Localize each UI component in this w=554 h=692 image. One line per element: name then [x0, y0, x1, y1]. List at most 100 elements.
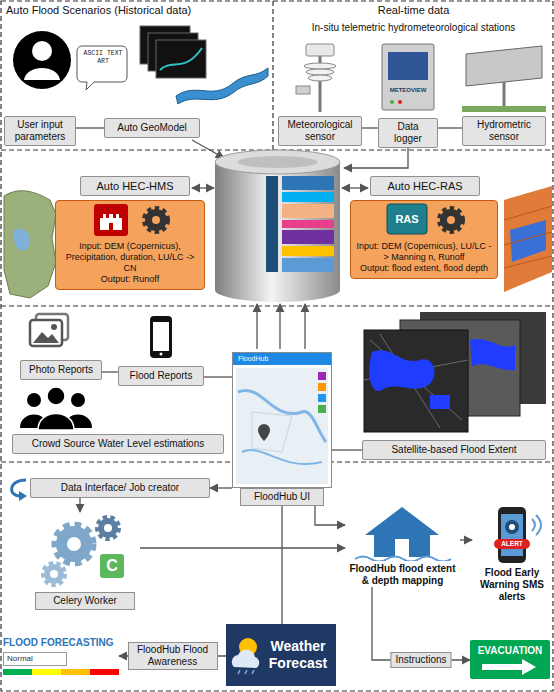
- exit-arrow-icon: [482, 659, 536, 675]
- meteorological-sensor-icon: [308, 75, 332, 81]
- worker-node: Celery Worker: [30, 512, 140, 610]
- connector-line: [119, 655, 226, 656]
- sensor-label: Data logger: [378, 118, 438, 148]
- satellite-flood-images: [364, 334, 468, 428]
- celery-gears-icon: [56, 526, 92, 562]
- region-panel: Auto Flood Scenarios (Historical data)Us…: [0, 0, 273, 150]
- celery-gears-icon: [67, 537, 81, 551]
- box-label: Hydrometric sensor: [467, 119, 541, 143]
- smartphone-icon: [160, 353, 163, 356]
- ui-screenshot-art: [318, 383, 326, 391]
- europe-map: [4, 191, 56, 298]
- alert-node: Flood Early Warning SMS alerts: [472, 505, 552, 603]
- box-label: Crowd Source Water Level estimations: [17, 438, 219, 450]
- box-label: Input: DEM (Copernicus), LU/LC -> Mannin…: [355, 241, 493, 263]
- flood-map-stack: [140, 26, 206, 78]
- meteorological-sensor-icon: [306, 69, 334, 75]
- flood-3d-model: [510, 220, 546, 262]
- edge-label: FloodHub Flood Awareness: [128, 642, 218, 670]
- gauge-stripe: [3, 669, 32, 675]
- sms-phone-icon: [501, 514, 523, 556]
- connector-line: [362, 127, 378, 128]
- user-icon: [32, 41, 52, 61]
- sms-phone-icon: [472, 505, 552, 565]
- central-database: [282, 258, 334, 272]
- flood-map-stack: [160, 48, 202, 70]
- smartphone-icon: [150, 316, 172, 358]
- process-box: Data Interface/ Job creator: [30, 478, 210, 498]
- box-label: Output: flood extent, flood depth: [355, 263, 493, 274]
- data-logger-icon: [382, 44, 434, 110]
- box-label: User input parameters: [9, 119, 71, 143]
- section-frame: [1, 305, 553, 306]
- connector-line: [210, 487, 232, 488]
- flood-3d-model: [504, 186, 552, 292]
- connector-line: [79, 498, 80, 512]
- photo-icon: [33, 332, 59, 343]
- weather-icon: [238, 670, 254, 674]
- box-label: FloodHub flood extent & depth mapping: [345, 563, 460, 587]
- smartphone-icon: [153, 322, 169, 351]
- celery-gears-icon: [44, 564, 64, 584]
- model-box: Input: DEM (Copernicus), LU/LC -> Mannin…: [350, 200, 498, 279]
- ui-header-text: FloodHub: [238, 353, 332, 364]
- box-label: Flood Reports: [123, 370, 199, 382]
- crowd-icon: [38, 414, 74, 431]
- connector-line: [102, 371, 118, 372]
- central-database: [215, 278, 340, 302]
- evacuation-sign: EVACUATION: [470, 640, 550, 679]
- flow-arrow: [192, 140, 224, 158]
- report-label: Satellite-based Flood Extent: [362, 440, 546, 460]
- central-database: [282, 220, 334, 228]
- box-label: Weather Forecast: [264, 638, 332, 672]
- flood-house-icon: [345, 505, 460, 561]
- hec-hms-icons: [56, 201, 204, 239]
- job-creator-icon: [12, 480, 27, 501]
- job-creator-icon: [19, 491, 27, 501]
- sms-phone-icon: [494, 539, 530, 549]
- flood-3d-model: [504, 206, 552, 268]
- flood-map-stack: [156, 40, 206, 78]
- ui-screenshot-art: [318, 394, 326, 402]
- sensor-label: Meteorological sensor: [278, 116, 362, 146]
- box-label: EVACUATION: [473, 645, 547, 657]
- ui-screenshot-art: [232, 352, 332, 488]
- celery-gears-icon: [100, 554, 124, 578]
- gauge-stripe: [61, 669, 90, 675]
- europe-map: [4, 191, 56, 298]
- central-database: [266, 176, 278, 272]
- celery-gears-icon: [98, 518, 118, 538]
- hec-hms-icons: [152, 216, 160, 224]
- hydrometric-sensor-icon: [503, 82, 506, 108]
- crowd-icon: [71, 393, 85, 407]
- crowd-icon: [20, 387, 92, 430]
- input-box: User input parameters: [4, 116, 76, 146]
- gauge-stripe: [32, 669, 61, 675]
- connector-line: [140, 547, 345, 548]
- flood-house-icon: [365, 507, 439, 557]
- hydrometric-sensor-icon: [462, 106, 546, 112]
- smartphone-icon: [150, 316, 172, 358]
- flow-arrow: [192, 187, 214, 188]
- ui-screenshot-art: [233, 353, 332, 488]
- exit-arrow-icon: [470, 657, 550, 677]
- flood-house-icon: [355, 557, 451, 562]
- satellite-flood-images: [470, 339, 515, 370]
- meteorological-sensor-icon: [296, 86, 310, 94]
- hec-hms-icons: [145, 209, 167, 231]
- meteorological-sensor-icon: [306, 44, 334, 56]
- module-box: Auto HEC-RAS: [370, 176, 480, 196]
- satellite-flood-images: [364, 330, 468, 432]
- box-label: Satellite-based Flood Extent: [367, 444, 541, 456]
- data-logger-icon: [382, 44, 434, 110]
- flow-arrow: [256, 304, 257, 349]
- section-heading: Real-time data: [279, 3, 548, 17]
- subsection-heading: In-situ telemetric hydrometeorological s…: [279, 21, 548, 35]
- connector-line: [332, 449, 362, 450]
- icon-text: ASCII TEXT ART: [80, 50, 126, 66]
- celery-gears-icon: [104, 524, 112, 532]
